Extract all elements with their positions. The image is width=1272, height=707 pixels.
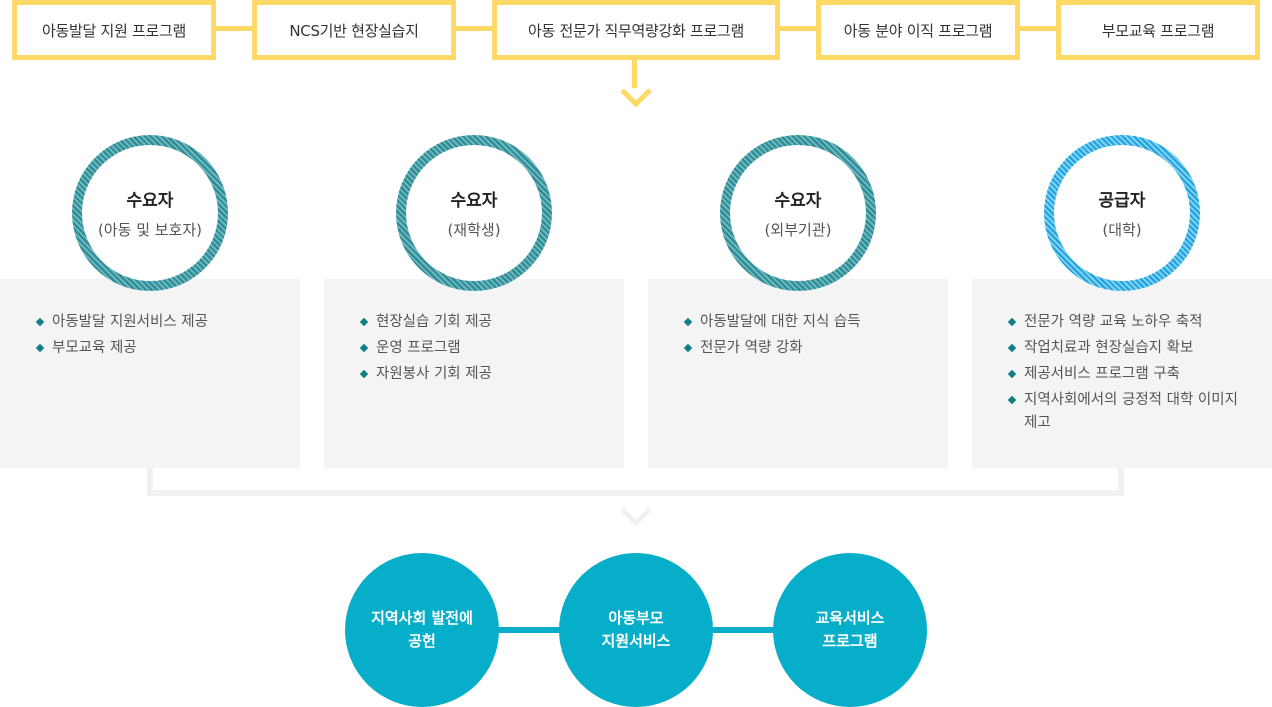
outcome-circle-parent-support: 아동부모 지원서비스 [559,553,713,707]
benefit-panel-students: 현장실습 기회 제공 운영 프로그램 자원봉사 기회 제공 [324,279,624,468]
benefit-text: 자원봉사 기회 제공 [376,366,492,382]
benefit-item: 전문가 역량 교육 노하우 축적 [1007,311,1252,334]
diamond-bullet-icon [683,343,693,353]
program-connector [214,26,254,31]
benefit-item: 운영 프로그램 [359,337,604,360]
diamond-bullet-icon [1007,317,1017,327]
stakeholder-circle-university: 공급자 (대학) [1044,135,1200,291]
diamond-bullet-icon [683,317,693,327]
stakeholder-title: 공급자 [1098,191,1146,211]
benefit-item: 아동발달에 대한 지식 습득 [683,311,928,334]
program-box-parent-education: 부모교육 프로그램 [1056,0,1260,60]
benefit-text: 아동발달 지원서비스 제공 [52,314,208,330]
stakeholder-title: 수요자 [450,191,498,211]
benefit-item: 제공서비스 프로그램 구축 [1007,363,1252,386]
benefit-item: 지역사회에서의 긍정적 대학 이미지 제고 [1007,389,1252,435]
program-box-expert-competency: 아동 전문가 직무역량강화 프로그램 [492,0,780,60]
benefit-item: 부모교육 제공 [35,337,280,360]
stakeholder-circle-external: 수요자 (외부기관) [720,135,876,291]
outcome-connector [498,627,560,633]
benefit-item: 전문가 역량 강화 [683,337,928,360]
program-box-ncs-practicum: NCS기반 현장실습지 [252,0,456,60]
diamond-bullet-icon [1007,369,1017,379]
benefit-item: 현장실습 기회 제공 [359,311,604,334]
benefit-text: 전문가 역량 교육 노하우 축적 [1024,314,1203,330]
diamond-bullet-icon [359,343,369,353]
outcome-line: 프로그램 [822,632,878,650]
benefit-text: 제공서비스 프로그램 구축 [1024,366,1180,382]
program-label: 부모교육 프로그램 [1101,21,1215,40]
program-label: 아동발달 지원 프로그램 [42,21,186,40]
stakeholder-title: 수요자 [774,191,822,211]
benefit-text: 지역사회에서의 긍정적 대학 이미지 제고 [1024,392,1238,431]
benefit-panel-university: 전문가 역량 교육 노하우 축적 작업치료과 현장실습지 확보 제공서비스 프로… [972,279,1272,468]
benefit-text: 부모교육 제공 [52,340,137,356]
outcome-connector [712,627,774,633]
benefit-item: 아동발달 지원서비스 제공 [35,311,280,334]
program-label: 아동 전문가 직무역량강화 프로그램 [528,21,744,40]
program-connector [778,26,818,31]
program-down-line [632,58,637,88]
program-box-career-change: 아동 분야 이직 프로그램 [816,0,1020,60]
diamond-bullet-icon [359,369,369,379]
stakeholder-subtitle: (외부기관) [764,221,832,239]
merge-line-right-drop [1118,468,1124,496]
stakeholder-circle-parents: 수요자 (아동 및 보호자) [72,135,228,291]
outcome-circle-education-program: 교육서비스 프로그램 [773,553,927,707]
benefit-item: 자원봉사 기회 제공 [359,363,604,386]
program-connector [454,26,494,31]
benefit-panel-parents: 아동발달 지원서비스 제공 부모교육 제공 [0,279,300,468]
program-connector [1018,26,1058,31]
benefit-text: 운영 프로그램 [376,340,461,356]
program-box-child-development: 아동발달 지원 프로그램 [12,0,216,60]
benefit-panel-external: 아동발달에 대한 지식 습득 전문가 역량 강화 [648,279,948,468]
stakeholder-subtitle: (대학) [1102,221,1142,239]
chevron-down-icon [620,507,652,527]
outcome-line: 아동부모 [608,609,664,627]
diamond-bullet-icon [35,317,45,327]
diamond-bullet-icon [359,317,369,327]
outcome-line: 지역사회 발전에 [371,609,473,627]
chevron-down-icon [620,88,652,108]
benefit-text: 작업치료과 현장실습지 확보 [1024,340,1194,356]
stakeholder-title: 수요자 [126,191,174,211]
outcome-line: 교육서비스 [815,609,885,627]
stakeholder-circle-students: 수요자 (재학생) [396,135,552,291]
merge-line-left-drop [147,468,153,496]
outcome-line: 공헌 [408,632,436,650]
benefit-item: 작업치료과 현장실습지 확보 [1007,337,1252,360]
stakeholder-subtitle: (재학생) [447,221,501,239]
stakeholder-subtitle: (아동 및 보호자) [97,221,203,239]
outcome-circle-community: 지역사회 발전에 공헌 [345,553,499,707]
diamond-bullet-icon [1007,395,1017,405]
diamond-bullet-icon [35,343,45,353]
benefit-text: 현장실습 기회 제공 [376,314,492,330]
program-label: NCS기반 현장실습지 [289,21,419,40]
outcome-line: 지원서비스 [601,632,671,650]
benefit-text: 아동발달에 대한 지식 습득 [700,314,861,330]
program-label: 아동 분야 이직 프로그램 [843,21,993,40]
benefit-text: 전문가 역량 강화 [700,340,803,356]
diamond-bullet-icon [1007,343,1017,353]
merge-line-horizontal [147,490,1124,496]
